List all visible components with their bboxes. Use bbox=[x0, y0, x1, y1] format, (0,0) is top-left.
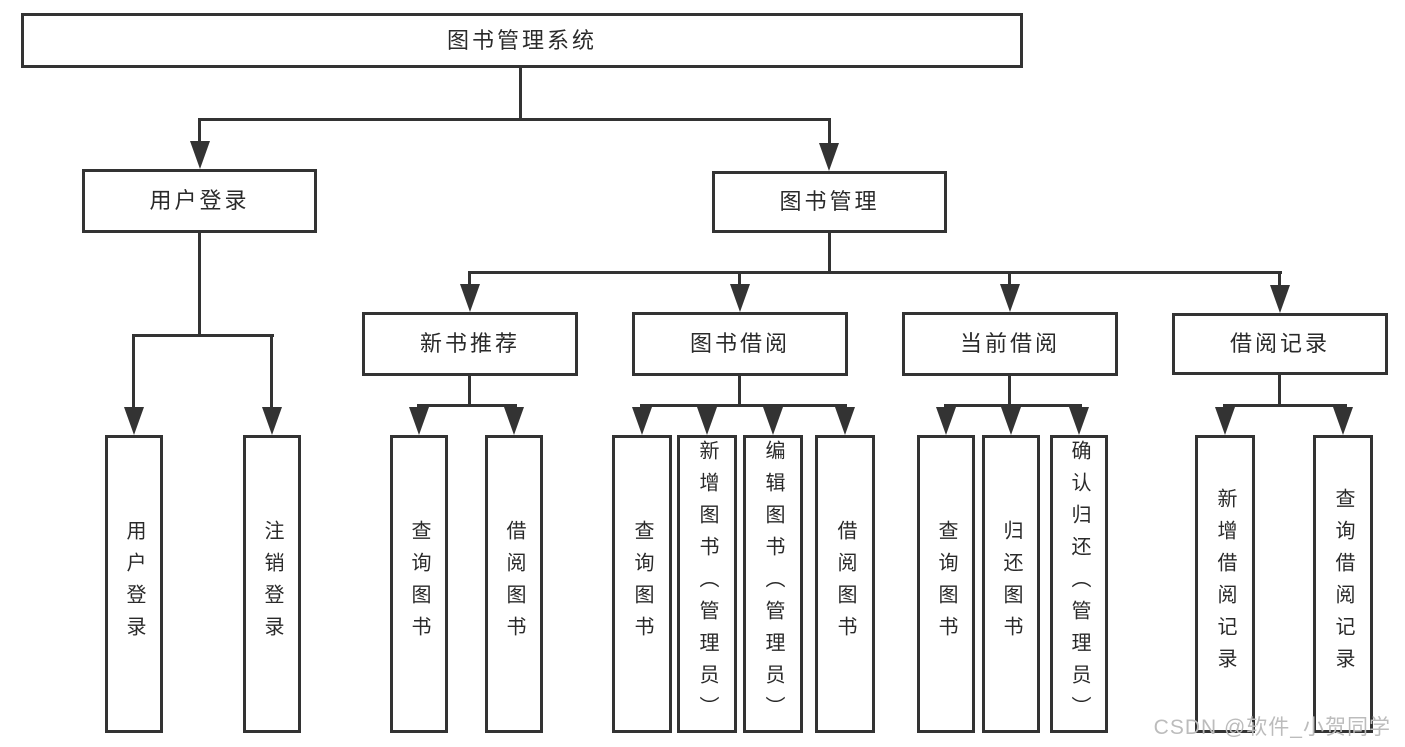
connector-root-stem bbox=[519, 68, 522, 121]
connector-horizontal bbox=[1223, 404, 1347, 407]
node-book-borrow-label: 图书借阅 bbox=[689, 331, 790, 356]
arrow-down-icon bbox=[124, 407, 144, 435]
node-current-borrow: 当前借阅 bbox=[902, 312, 1118, 376]
connector-stub bbox=[1008, 271, 1011, 287]
leaf-edit-book-admin-label: 编辑图书（管理员） bbox=[762, 440, 784, 728]
leaf-logout-label: 注销登录 bbox=[261, 520, 283, 648]
leaf-query-books-current-label: 查询图书 bbox=[935, 520, 957, 648]
node-book-management: 图书管理 bbox=[712, 171, 947, 233]
csdn-watermark: CSDN @软件_小贺同学 bbox=[1153, 716, 1391, 739]
leaf-logout: 注销登录 bbox=[243, 435, 301, 733]
leaf-user-login-label: 用户登录 bbox=[123, 520, 145, 648]
arrow-down-icon bbox=[819, 143, 839, 171]
arrow-down-icon bbox=[1000, 284, 1020, 312]
arrow-down-icon bbox=[936, 407, 956, 435]
node-new-book-recommend-label: 新书推荐 bbox=[419, 331, 520, 356]
connector-management-stem bbox=[828, 233, 831, 274]
connector-horizontal bbox=[417, 404, 517, 407]
connector-stub-management bbox=[828, 118, 831, 146]
arrow-down-icon bbox=[697, 407, 717, 435]
arrow-down-icon bbox=[460, 284, 480, 312]
arrow-down-icon bbox=[632, 407, 652, 435]
connector-horizontal bbox=[944, 404, 1082, 407]
connector-level1-horizontal bbox=[198, 118, 831, 121]
connector-level2-horizontal bbox=[468, 271, 1282, 274]
leaf-add-book-admin: 新增图书（管理员） bbox=[677, 435, 737, 733]
node-root-label: 图书管理系统 bbox=[446, 27, 597, 53]
node-root: 图书管理系统 bbox=[21, 13, 1023, 68]
connector-stem bbox=[738, 376, 741, 407]
leaf-query-books-borrow-label: 查询图书 bbox=[631, 520, 653, 648]
node-user-login-branch: 用户登录 bbox=[82, 169, 317, 233]
leaf-borrow-books: 借阅图书 bbox=[815, 435, 875, 733]
node-borrow-records-label: 借阅记录 bbox=[1229, 331, 1330, 356]
connector-stub bbox=[468, 271, 471, 287]
leaf-query-books-recommend: 查询图书 bbox=[390, 435, 448, 733]
arrow-down-icon bbox=[409, 407, 429, 435]
arrow-down-icon bbox=[1215, 407, 1235, 435]
leaf-borrow-books-label: 借阅图书 bbox=[834, 520, 856, 648]
leaf-add-borrow-record-label: 新增借阅记录 bbox=[1214, 488, 1236, 680]
leaf-query-books-current: 查询图书 bbox=[917, 435, 975, 733]
connector-stem bbox=[1278, 375, 1281, 407]
connector-stub bbox=[1278, 271, 1281, 287]
connector-stub bbox=[738, 271, 741, 287]
node-new-book-recommend: 新书推荐 bbox=[362, 312, 578, 376]
node-book-management-label: 图书管理 bbox=[779, 189, 880, 214]
connector-stub bbox=[270, 334, 273, 409]
leaf-query-borrow-record-label: 查询借阅记录 bbox=[1332, 488, 1354, 680]
arrow-down-icon bbox=[730, 284, 750, 312]
connector-stub-login bbox=[198, 118, 201, 144]
leaf-add-book-admin-label: 新增图书（管理员） bbox=[696, 440, 718, 728]
arrow-down-icon bbox=[1069, 407, 1089, 435]
leaf-query-books-borrow: 查询图书 bbox=[612, 435, 672, 733]
node-book-borrow: 图书借阅 bbox=[632, 312, 848, 376]
leaf-return-book-label: 归还图书 bbox=[1000, 520, 1022, 648]
leaf-borrow-books-recommend: 借阅图书 bbox=[485, 435, 543, 733]
connector-login-stem bbox=[198, 233, 201, 337]
arrow-down-icon bbox=[1001, 407, 1021, 435]
connector-login-horizontal bbox=[132, 334, 274, 337]
leaf-query-books-recommend-label: 查询图书 bbox=[408, 520, 430, 648]
node-current-borrow-label: 当前借阅 bbox=[959, 331, 1060, 356]
leaf-edit-book-admin: 编辑图书（管理员） bbox=[743, 435, 803, 733]
leaf-borrow-books-recommend-label: 借阅图书 bbox=[503, 520, 525, 648]
leaf-confirm-return-admin: 确认归还（管理员） bbox=[1050, 435, 1108, 733]
arrow-down-icon bbox=[1333, 407, 1353, 435]
arrow-down-icon bbox=[835, 407, 855, 435]
arrow-down-icon bbox=[763, 407, 783, 435]
node-user-login-label: 用户登录 bbox=[149, 188, 250, 213]
leaf-add-borrow-record: 新增借阅记录 bbox=[1195, 435, 1255, 733]
leaf-query-borrow-record: 查询借阅记录 bbox=[1313, 435, 1373, 733]
arrow-down-icon bbox=[190, 141, 210, 169]
connector-horizontal bbox=[640, 404, 847, 407]
leaf-return-book: 归还图书 bbox=[982, 435, 1040, 733]
connector-stub bbox=[132, 334, 135, 409]
arrow-down-icon bbox=[262, 407, 282, 435]
leaf-confirm-return-admin-label: 确认归还（管理员） bbox=[1068, 440, 1090, 728]
connector-stem bbox=[468, 376, 471, 407]
arrow-down-icon bbox=[1270, 285, 1290, 313]
arrow-down-icon bbox=[504, 407, 524, 435]
leaf-user-login: 用户登录 bbox=[105, 435, 163, 733]
connector-stem bbox=[1008, 376, 1011, 407]
node-borrow-records: 借阅记录 bbox=[1172, 313, 1388, 375]
